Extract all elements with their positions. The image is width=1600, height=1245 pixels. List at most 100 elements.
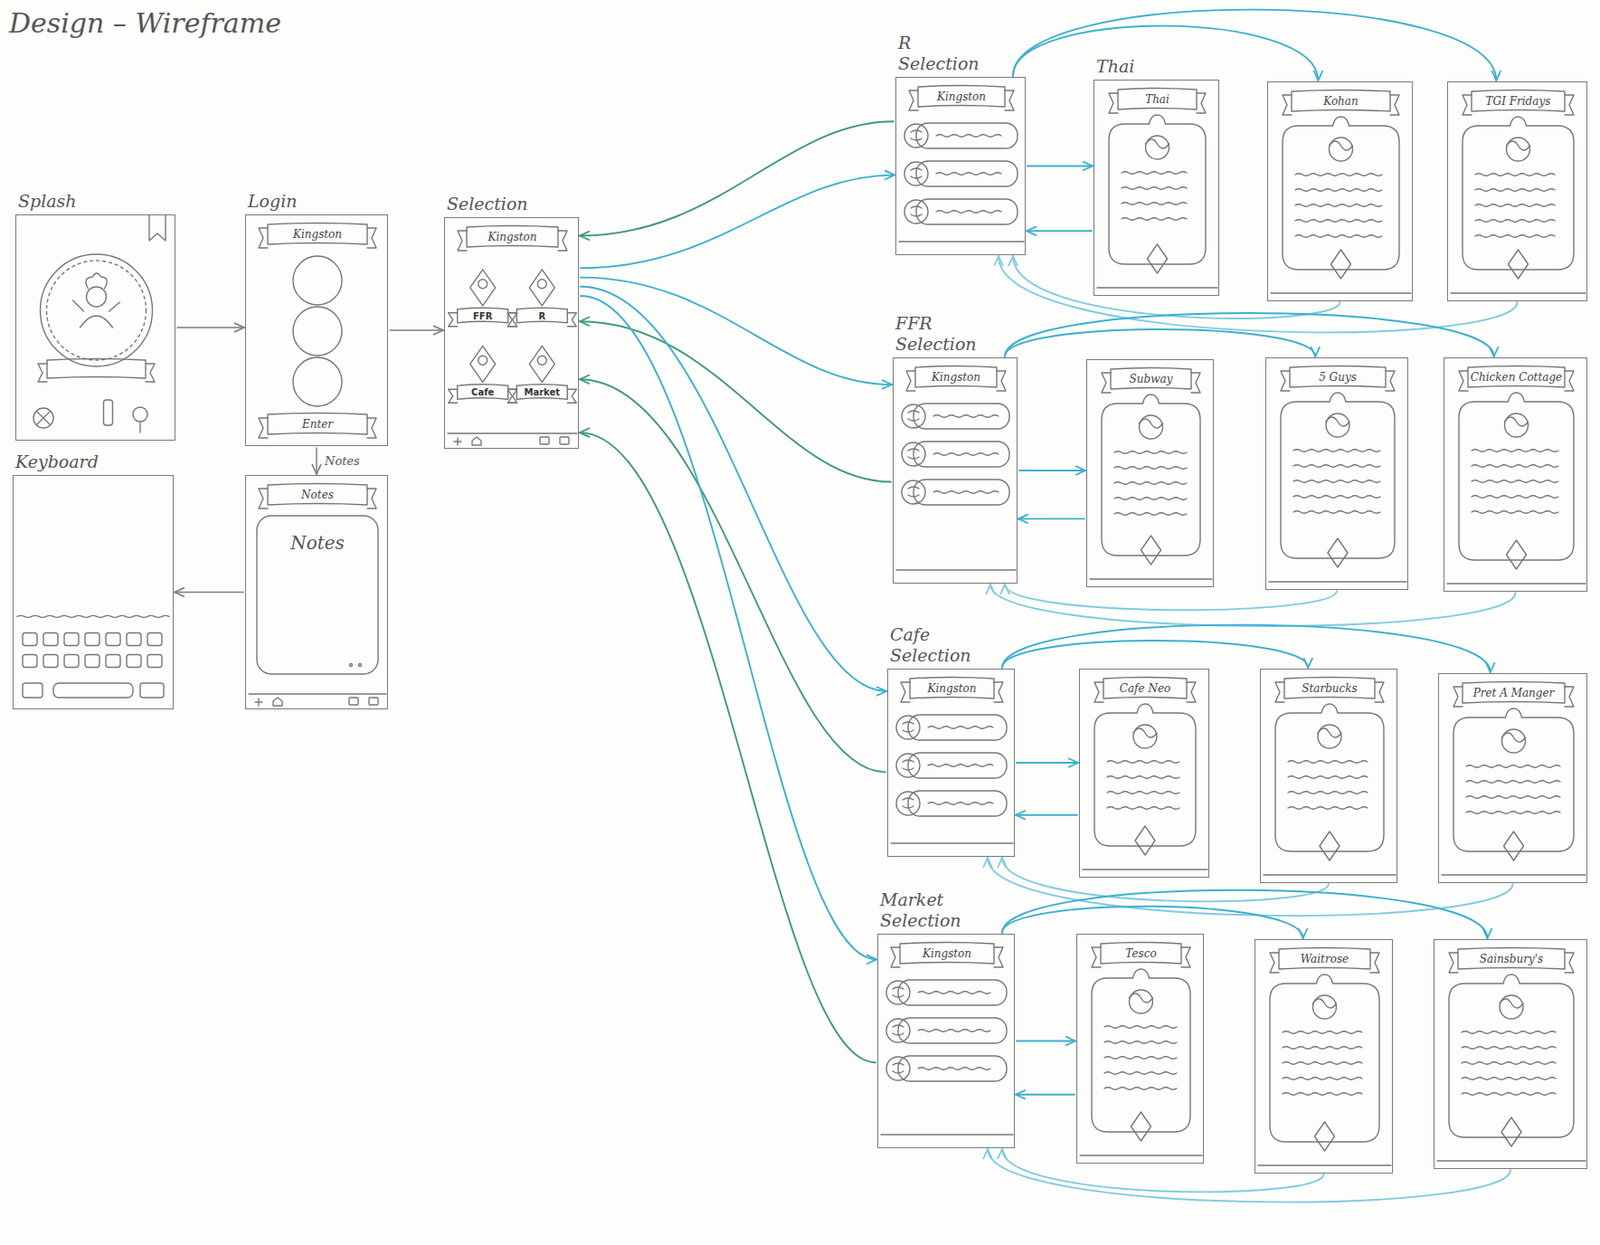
flow-arrow <box>389 329 444 332</box>
banner-text: Subway <box>1110 369 1192 389</box>
flow-arrow <box>1027 165 1093 168</box>
wireframe-sketch <box>1444 358 1589 593</box>
banner-text: Pret A Manger <box>1462 682 1565 703</box>
screen-frame: Starbucks <box>1259 668 1398 883</box>
banner-text: Enter <box>267 414 368 435</box>
flow-arrow <box>987 1148 1511 1203</box>
screen-frame: R SelectionKingston <box>895 76 1026 256</box>
wireframe-sketch <box>1439 673 1589 884</box>
edge-label: Notes <box>322 454 362 469</box>
flow-arrow <box>1019 469 1086 472</box>
screen-heading: Login <box>247 190 298 212</box>
flow-arrow <box>579 432 876 1062</box>
banner-text: Starbucks <box>1284 678 1375 699</box>
screen-frame: SelectionKingstonFFRRCafeMarket <box>444 217 579 449</box>
flow-arrow <box>579 321 891 482</box>
flow-arrow <box>1004 312 1495 357</box>
wireframe-sketch <box>246 215 389 447</box>
screen-frame: LoginKingstonEnter <box>245 214 389 446</box>
flow-arrow <box>1015 814 1078 816</box>
flow-arrow <box>580 295 877 959</box>
category-label: Market <box>516 385 568 399</box>
category-label: FFR <box>457 309 509 323</box>
banner-text: 5 Guys <box>1289 367 1386 388</box>
wireframe-sketch <box>1094 80 1221 297</box>
flow-arrow <box>580 174 895 268</box>
flow-arrow <box>579 378 886 772</box>
screen-frame: TGI Fridays <box>1447 81 1588 302</box>
banner-text: Sainsbury's <box>1457 948 1565 969</box>
note-text: Notes <box>258 531 377 554</box>
category-label: R <box>516 309 568 323</box>
screen-heading: R Selection <box>898 32 989 75</box>
flow-arrow <box>580 286 887 692</box>
screen-frame: ThaiThai <box>1093 79 1220 296</box>
diagram-title: Design – Wireframe <box>9 7 282 39</box>
flow-arrow <box>174 591 244 594</box>
screen-frame: Splash <box>15 214 176 441</box>
screen-frame: Tesco <box>1076 933 1204 1164</box>
flow-arrow <box>1016 1040 1076 1042</box>
screen-frame: Waitrose <box>1254 938 1393 1174</box>
screen-frame: Kohan <box>1267 81 1413 302</box>
banner-text: Kingston <box>466 227 559 247</box>
banner-text: Kohan <box>1291 91 1391 112</box>
flow-arrow <box>1016 761 1079 764</box>
banner-text: Thai <box>1117 89 1197 110</box>
flow-arrow <box>579 121 894 236</box>
flow-arrow <box>990 584 1516 626</box>
flow-arrow <box>177 326 245 329</box>
flow-arrow <box>1018 517 1085 520</box>
screen-frame: Pret A Manger <box>1438 672 1588 883</box>
wireframe-sketch <box>1077 934 1205 1165</box>
flow-arrow <box>1002 889 1488 938</box>
banner-text: TGI Fridays <box>1471 91 1565 112</box>
wireframe-sketch <box>893 358 1019 585</box>
banner-text: Kingston <box>909 678 995 699</box>
wireframe-sketch <box>16 215 177 442</box>
banner-text: Notes <box>267 484 368 505</box>
screen-heading: FFR Selection <box>895 312 986 355</box>
screen-frame: Cafe SelectionKingston <box>887 668 1015 857</box>
banner-text: Kingston <box>899 943 995 964</box>
flow-arrow <box>1026 229 1092 232</box>
screen-frame: Market SelectionKingston <box>877 933 1015 1148</box>
wireframe-sketch <box>1087 359 1215 588</box>
wireframe-sketch <box>1266 358 1410 591</box>
wireframe-sketch <box>1448 82 1589 303</box>
flow-arrow <box>998 255 1518 332</box>
banner-text: Chicken Cottage <box>1467 367 1565 388</box>
flow-arrow <box>1002 624 1491 673</box>
screen-frame: Sainsbury's <box>1433 938 1588 1169</box>
flow-arrow <box>315 447 318 474</box>
wireframe-sketch <box>896 77 1027 256</box>
banner-text: Kingston <box>918 86 1005 107</box>
screen-frame: Cafe Neo <box>1079 668 1210 878</box>
flow-arrow <box>1013 9 1496 81</box>
flow-arrow <box>1004 329 1316 357</box>
screen-heading: Selection <box>446 193 529 215</box>
wireframe-sketch <box>1434 939 1589 1170</box>
flow-arrow <box>1002 1148 1325 1192</box>
banner-text: Waitrose <box>1278 948 1371 969</box>
wireframe-sketch <box>246 475 389 711</box>
banner-text: Kingston <box>915 367 997 388</box>
wireframe-sketch <box>1079 669 1211 879</box>
screen-frame: FFR SelectionKingston <box>892 357 1018 584</box>
wireframe-sketch <box>1268 82 1414 303</box>
wireframe-sketch <box>1260 669 1399 884</box>
flow-arrow <box>1015 1093 1075 1096</box>
category-label: Cafe <box>457 385 509 399</box>
wireframe-sketch <box>888 669 1016 858</box>
screen-frame: Chicken Cottage <box>1443 357 1588 592</box>
screen-heading: Thai <box>1096 56 1135 77</box>
screen-heading: Market Selection <box>880 889 971 931</box>
flow-arrow <box>1013 255 1341 319</box>
flow-arrow <box>1002 640 1308 668</box>
banner-text: Kingston <box>267 224 368 245</box>
screen-heading: Cafe Selection <box>889 624 981 666</box>
wireframe-sketch <box>878 934 1016 1149</box>
wireframe-sketch <box>13 475 175 711</box>
